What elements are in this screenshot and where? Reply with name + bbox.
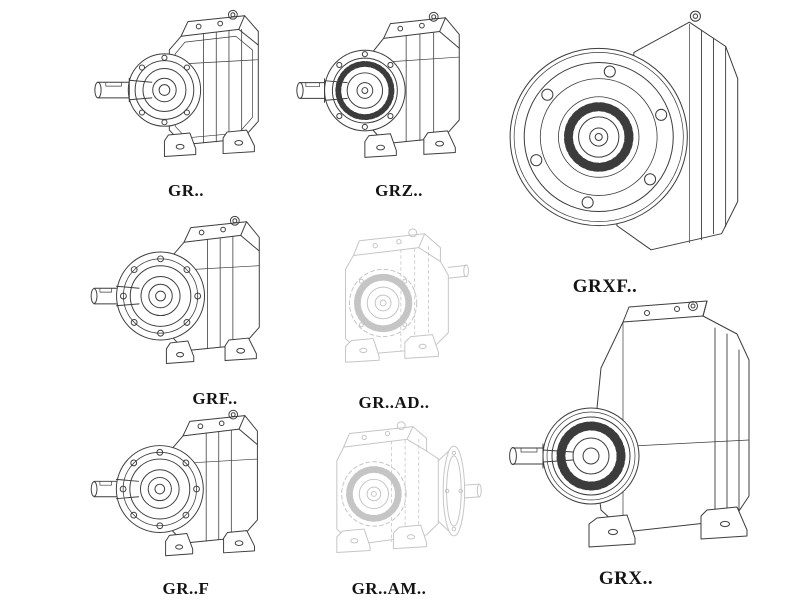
figure-grf-drawing <box>90 215 260 364</box>
figure-grxf-label: GRXF.. <box>572 276 638 297</box>
figure-grf-label: GRF.. <box>192 389 238 408</box>
figure-grx-drawing <box>495 298 790 560</box>
figure-gr-am-drawing <box>290 410 490 574</box>
figure-gr-label: GR.. <box>168 181 204 200</box>
figure-gr-f-label: GR..F <box>162 579 210 598</box>
figure-gr-ad-label: GR..AD.. <box>358 393 430 412</box>
figure-gr-drawing <box>94 9 259 157</box>
figure-grz-label: GRZ.. <box>375 181 423 200</box>
figure-grx-label: GRX.. <box>598 568 654 589</box>
figure-gr-f-drawing <box>90 409 258 557</box>
figure-gr-am-label: GR..AM.. <box>351 579 427 598</box>
figure-grz-drawing <box>290 4 482 179</box>
figure-gr-ad-drawing <box>292 216 490 386</box>
figure-grxf-drawing <box>498 2 780 270</box>
